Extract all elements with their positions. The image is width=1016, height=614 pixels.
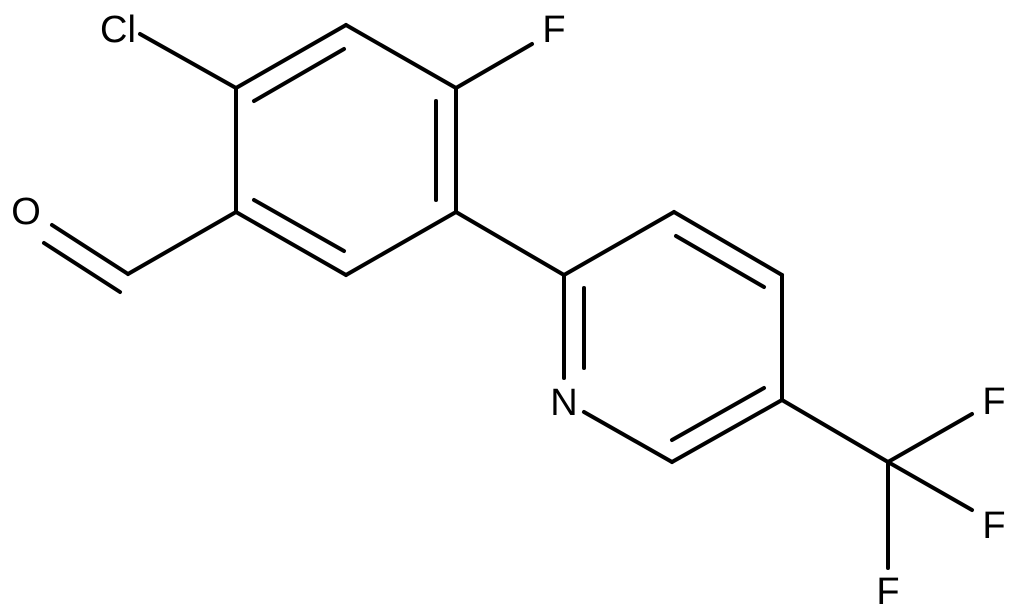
atom-label-fluorine-cf3-1: F <box>982 381 1005 423</box>
bond-cf3-f2 <box>886 460 974 512</box>
bonds <box>42 23 974 570</box>
bond-c-cho <box>126 210 238 276</box>
bond-pyridine-c3-c4 <box>672 210 784 277</box>
bond-benzene-c1-c2-inner <box>252 47 346 103</box>
bond-benzene-c1-c2 <box>234 23 348 90</box>
bond-c-cl <box>138 32 238 90</box>
atom-label-fluorine-cf3-2: F <box>982 505 1005 547</box>
bond-pyridine-c2-c3 <box>562 210 676 277</box>
atom-labels: Cl F O N F F F <box>11 9 1005 613</box>
bond-benzene-c4-c5 <box>344 210 458 277</box>
atom-label-fluorine-cf3-3: F <box>876 571 899 613</box>
bond-c-cf3 <box>780 398 890 464</box>
bond-pyridine-c5-c6 <box>670 398 784 464</box>
atom-label-chlorine: Cl <box>100 9 136 51</box>
atom-label-nitrogen: N <box>550 382 577 424</box>
bond-benzene-c2-c3 <box>344 23 458 90</box>
atom-label-oxygen: O <box>11 191 41 233</box>
bond-pyridine-c6-n <box>582 410 674 464</box>
bond-pyridine-c3-c4-inner <box>674 234 766 289</box>
bond-pyridine-c5-c6-inner <box>670 386 766 442</box>
bond-benzene-c5-c6-inner <box>252 198 346 253</box>
bond-biaryl <box>454 210 566 277</box>
bond-benzene-c5-c6 <box>234 210 348 277</box>
bond-cf3-f1 <box>886 412 974 464</box>
bond-c-o-double-1 <box>50 223 130 276</box>
atom-label-fluorine-ring: F <box>542 9 565 51</box>
bond-c-o-double-2 <box>42 241 122 294</box>
bond-c-f <box>454 42 534 90</box>
